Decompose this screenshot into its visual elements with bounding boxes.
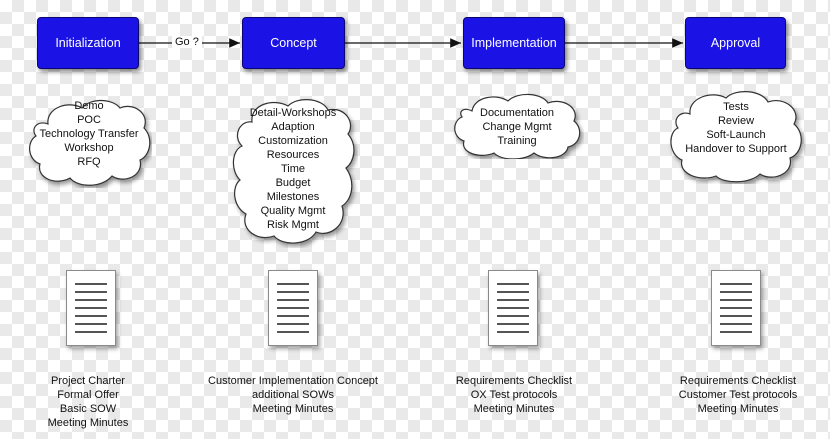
deliverables-initialization: Project Charter Formal Offer Basic SOW M…	[20, 374, 156, 430]
deliverables-approval: Requirements Checklist Customer Test pro…	[660, 374, 816, 416]
document-icon	[488, 270, 538, 346]
cloud-item: Technology Transfer	[39, 128, 139, 140]
cloud-item: Quality Mgmt	[260, 205, 326, 217]
document-icon	[268, 270, 318, 346]
deliverable-item: Meeting Minutes	[697, 403, 779, 415]
cloud-item: Detail-Workshops	[249, 107, 337, 119]
deliverable-item: Project Charter	[51, 375, 125, 387]
cloud-item: Risk Mgmt	[267, 219, 319, 231]
cloud-item: Change Mgmt	[482, 121, 552, 133]
cloud-item: Demo	[74, 100, 104, 112]
deliverable-item: Meeting Minutes	[473, 403, 555, 415]
cloud-item: Time	[280, 163, 306, 175]
cloud-item: RFQ	[77, 156, 101, 168]
cloud-item: Milestones	[266, 191, 320, 203]
cloud-item: Tests	[723, 101, 749, 113]
cloud-item: Adaption	[271, 121, 315, 133]
cloud-shape	[454, 93, 581, 159]
phase-initialization: Initialization	[37, 17, 139, 69]
phase-approval: Approval	[685, 17, 786, 69]
cloud-item: Budget	[275, 177, 311, 189]
cloud-item: Customization	[258, 135, 328, 147]
deliverables-implementation: Requirements Checklist OX Test protocols…	[436, 374, 592, 416]
cloud-implementation: Documentation Change Mgmt Training	[450, 93, 584, 159]
cloud-shape	[670, 91, 802, 183]
cloud-item: Documentation	[480, 107, 554, 119]
cloud-item: Training	[497, 135, 537, 147]
phase-concept: Concept	[242, 17, 345, 69]
cloud-initialization: Demo POC Technology Transfer Workshop RF…	[26, 96, 152, 188]
deliverable-item: Customer Implementation Concept	[208, 375, 378, 387]
cloud-item: Handover to Support	[685, 143, 787, 155]
cloud-item: Resources	[266, 149, 320, 161]
arrow-label: Go ?	[172, 36, 202, 48]
deliverable-item: Meeting Minutes	[252, 403, 334, 415]
document-icon	[711, 270, 761, 346]
deliverable-item: Meeting Minutes	[47, 417, 129, 429]
cloud-item: Soft-Launch	[706, 129, 766, 141]
deliverable-item: OX Test protocols	[470, 389, 558, 401]
deliverable-item: Requirements Checklist	[455, 375, 573, 387]
document-icon	[66, 270, 116, 346]
deliverable-item: Formal Offer	[57, 389, 119, 401]
cloud-item: Workshop	[64, 142, 114, 154]
deliverable-item: Basic SOW	[59, 403, 117, 415]
cloud-item: POC	[77, 114, 101, 126]
deliverable-item: Customer Test protocols	[678, 389, 798, 401]
cloud-approval: Tests Review Soft-Launch Handover to Sup…	[666, 90, 806, 184]
cloud-concept: Detail-Workshops Adaption Customization …	[228, 96, 358, 248]
cloud-shape	[29, 99, 151, 186]
cloud-shape	[232, 99, 355, 244]
deliverables-concept: Customer Implementation Concept addition…	[190, 374, 396, 416]
phase-implementation: Implementation	[463, 17, 565, 69]
cloud-item: Review	[717, 115, 755, 127]
deliverable-item: additional SOWs	[252, 389, 334, 401]
deliverable-item: Requirements Checklist	[679, 375, 797, 387]
